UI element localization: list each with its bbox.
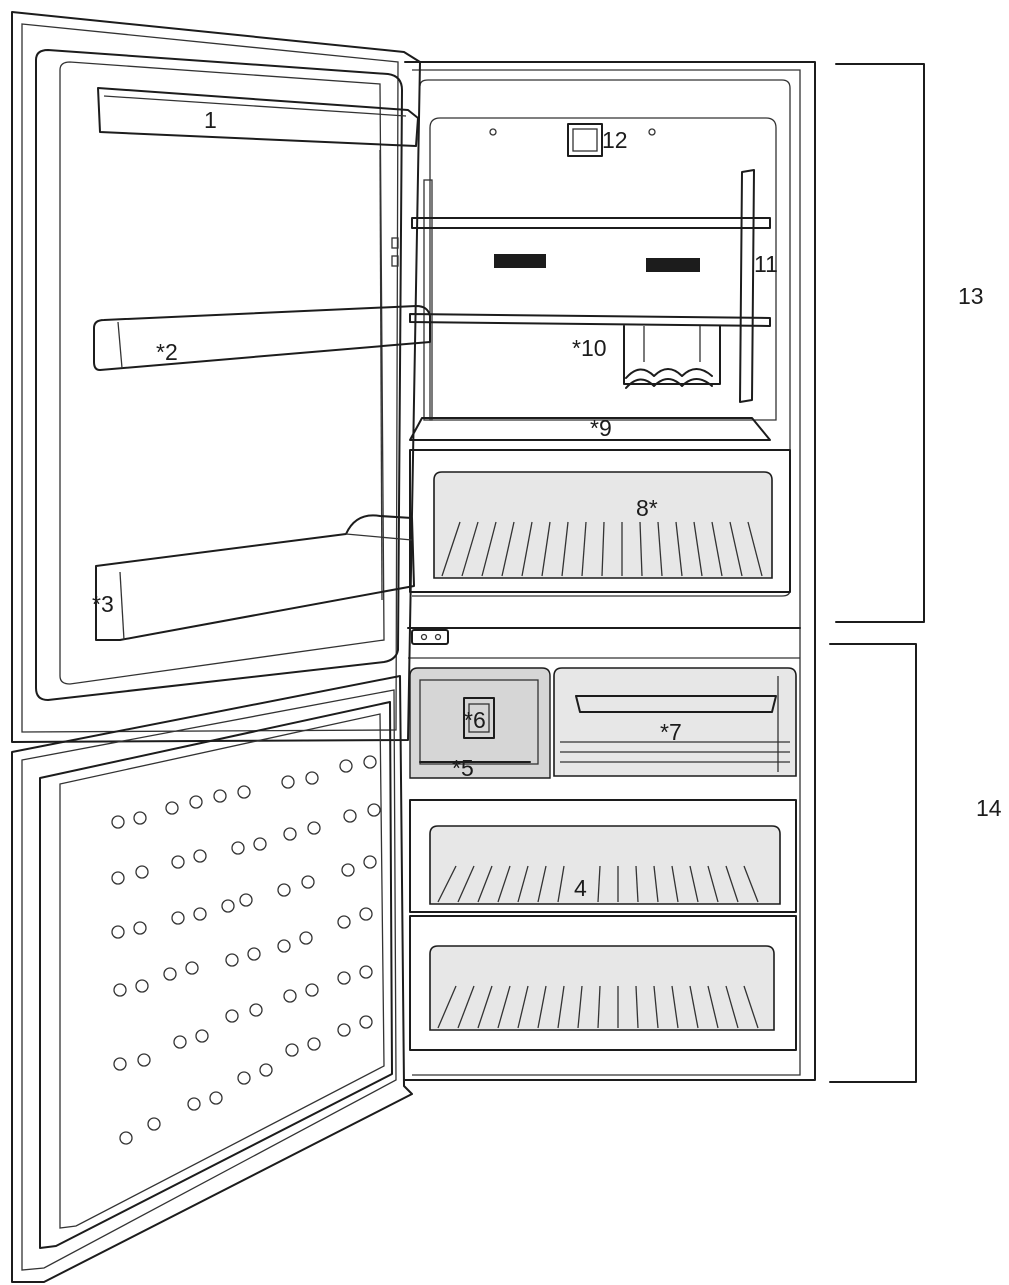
label-door-shelf-bottom: *3 xyxy=(92,591,114,617)
freezer-bracket xyxy=(829,643,917,1083)
label-freezer-compartment: 14 xyxy=(976,795,1002,821)
glass-shelf-middle xyxy=(409,313,771,327)
fridge-interior xyxy=(409,117,791,593)
label-door-shelf-top: 1 xyxy=(204,107,217,133)
label-fresh-light: 11 xyxy=(754,251,778,277)
label-door-shelf-mid: *2 xyxy=(156,339,178,365)
air-vent-left xyxy=(494,254,546,268)
fridge-door xyxy=(11,11,431,743)
air-vent-right xyxy=(646,258,700,272)
door-shelf-bottom xyxy=(95,514,415,641)
fridge-bracket xyxy=(835,63,925,623)
light-strip-left xyxy=(423,179,433,421)
crisper-drawer xyxy=(409,449,791,593)
wine-rack xyxy=(623,325,721,389)
label-crisper-cover: *9 xyxy=(590,415,612,441)
label-fan-sensor: 12 xyxy=(602,127,628,153)
door-dimples xyxy=(111,755,381,1145)
chiller-drawer xyxy=(553,667,797,777)
glass-shelf-top xyxy=(411,217,771,229)
freezer-door xyxy=(11,675,413,1283)
crisper-cover xyxy=(409,417,771,441)
part-labels: 1 *2 *3 4 *5 *6 *7 8* *9 *10 11 12 13 14 xyxy=(92,107,1002,901)
label-freezer-drawers: 4 xyxy=(574,875,587,901)
door-shelf-top xyxy=(97,87,419,147)
cabinet-body xyxy=(404,61,816,1081)
label-wine-rack: *10 xyxy=(572,335,607,361)
freezer-drawer-lower xyxy=(409,915,797,1051)
fan-sensor xyxy=(567,123,603,157)
label-crisper: 8* xyxy=(636,495,658,521)
hinge xyxy=(411,629,449,645)
label-chiller-drawer: *7 xyxy=(660,719,682,745)
freezer-drawer-upper xyxy=(409,799,797,913)
door-shelf-middle xyxy=(93,305,431,371)
compartment-brackets xyxy=(829,63,925,1083)
label-fridge-compartment: 13 xyxy=(958,283,984,309)
ice-maker xyxy=(463,697,495,739)
label-ice-maker: *6 xyxy=(464,707,486,733)
label-ice-tray-box: *5 xyxy=(452,755,474,781)
freezer-interior xyxy=(409,667,797,1051)
ice-maker-unit xyxy=(409,667,551,779)
fresh-light xyxy=(739,169,755,403)
